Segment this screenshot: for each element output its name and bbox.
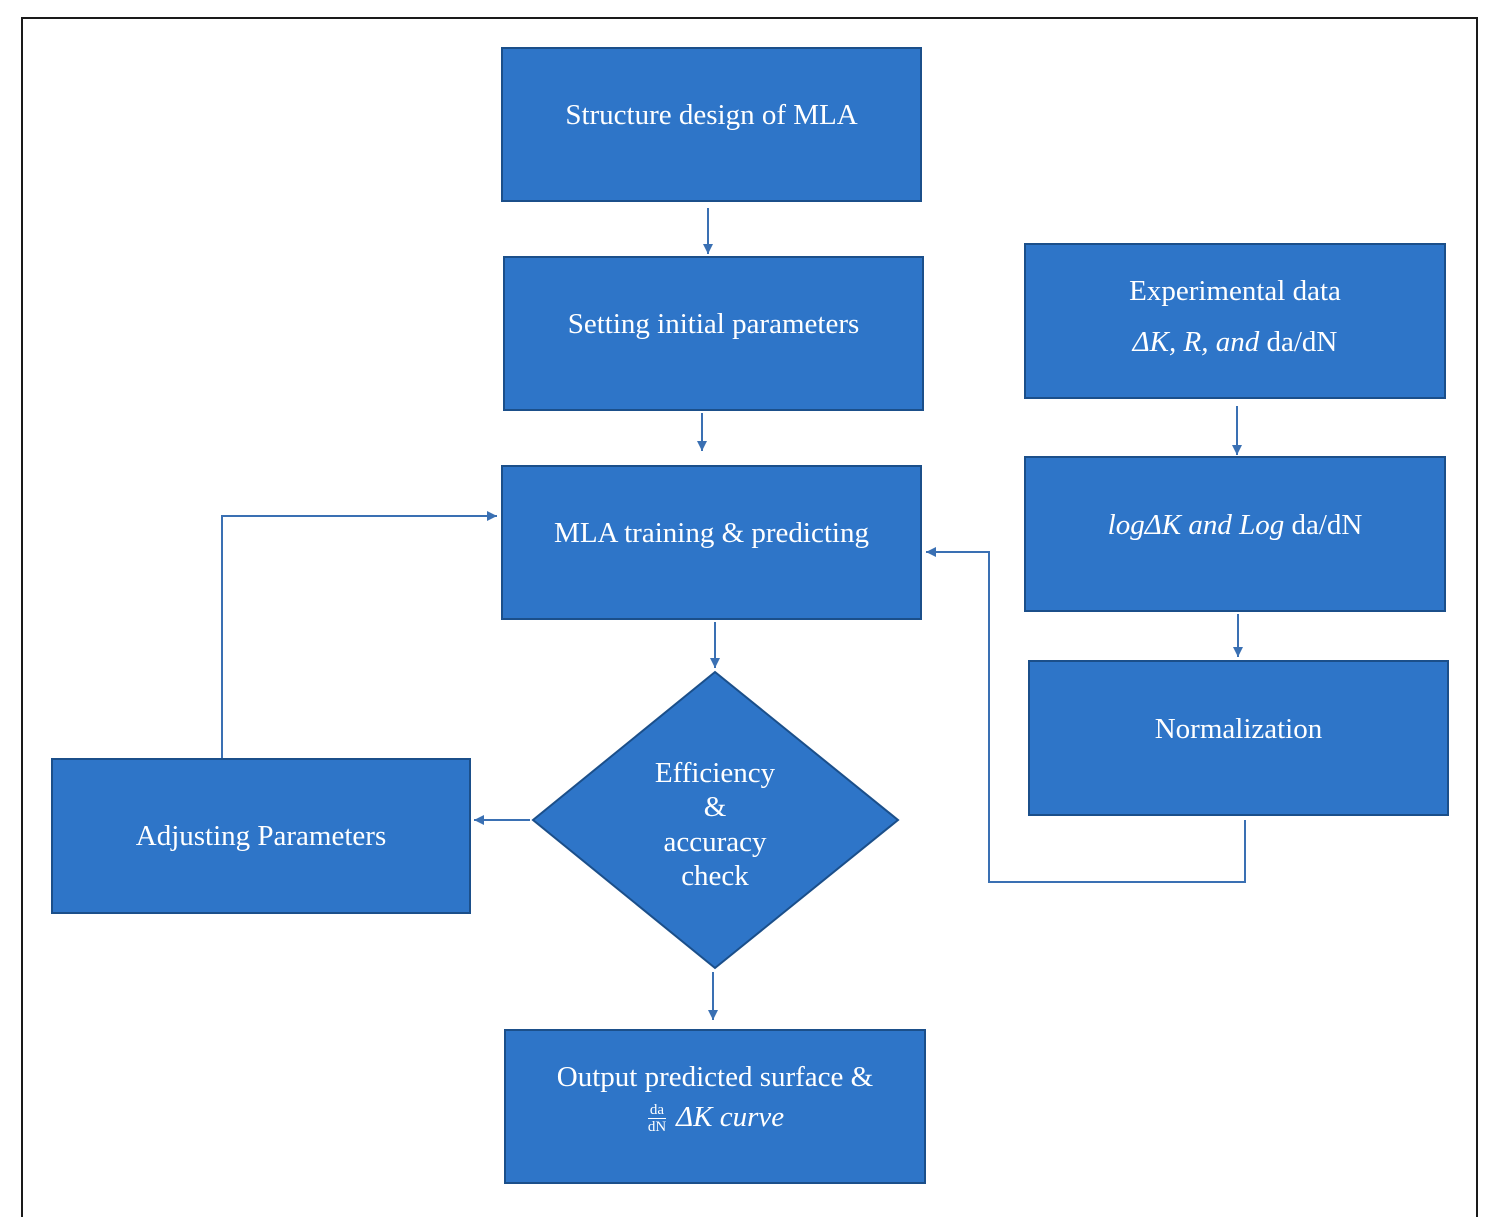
normalization-box: Normalization (1028, 660, 1449, 816)
decision-line-4: check (681, 859, 749, 892)
output-line-2: da dN ΔK curve (646, 1098, 784, 1137)
output-box: Output predicted surface & da dN ΔK curv… (504, 1029, 926, 1184)
normalization-label: Normalization (1154, 712, 1323, 745)
experimental-data-line-2: ΔK, R, and da/dN (1133, 317, 1338, 368)
experimental-data-box: Experimental data ΔK, R, and da/dN (1024, 243, 1446, 399)
arrow-adjusting-to-training (221, 511, 497, 758)
experimental-math: ΔK, R, and (1132, 326, 1260, 358)
experimental-data-line-1: Experimental data (1129, 275, 1341, 308)
output-fraction: da dN (646, 1102, 668, 1136)
output-curve-text: ΔK curve (676, 1100, 785, 1133)
decision-line-2: & (703, 791, 727, 824)
fraction-denominator: dN (647, 1119, 667, 1136)
setting-parameters-label: Setting initial parameters (567, 308, 860, 341)
log-transform-box: logΔK and Log da/dN (1024, 456, 1446, 612)
fraction-numerator: da (647, 1101, 667, 1120)
adjusting-parameters-box: Adjusting Parameters (51, 758, 471, 914)
adjusting-parameters-label: Adjusting Parameters (135, 819, 387, 852)
log-transform-unit: da/dN (1291, 508, 1363, 541)
setting-parameters-box: Setting initial parameters (503, 256, 924, 411)
structure-design-box: Structure design of MLA (501, 47, 922, 202)
training-label: MLA training & predicting (554, 517, 869, 550)
output-line-1: Output predicted surface & (556, 1061, 874, 1094)
figure-frame (21, 17, 1478, 1217)
experimental-unit: da/dN (1266, 326, 1338, 358)
decision-label: Efficiency & accuracy check (580, 752, 850, 897)
training-box: MLA training & predicting (501, 465, 922, 620)
arrow-normalization-to-training (926, 547, 1246, 883)
log-transform-line: logΔK and Log da/dN (1108, 500, 1363, 551)
structure-design-label: Structure design of MLA (565, 99, 858, 132)
decision-diamond (531, 670, 900, 970)
decision-line-1: Efficiency (654, 757, 776, 790)
decision-line-3: accuracy (663, 825, 767, 858)
log-transform-math: logΔK and Log (1107, 508, 1285, 541)
